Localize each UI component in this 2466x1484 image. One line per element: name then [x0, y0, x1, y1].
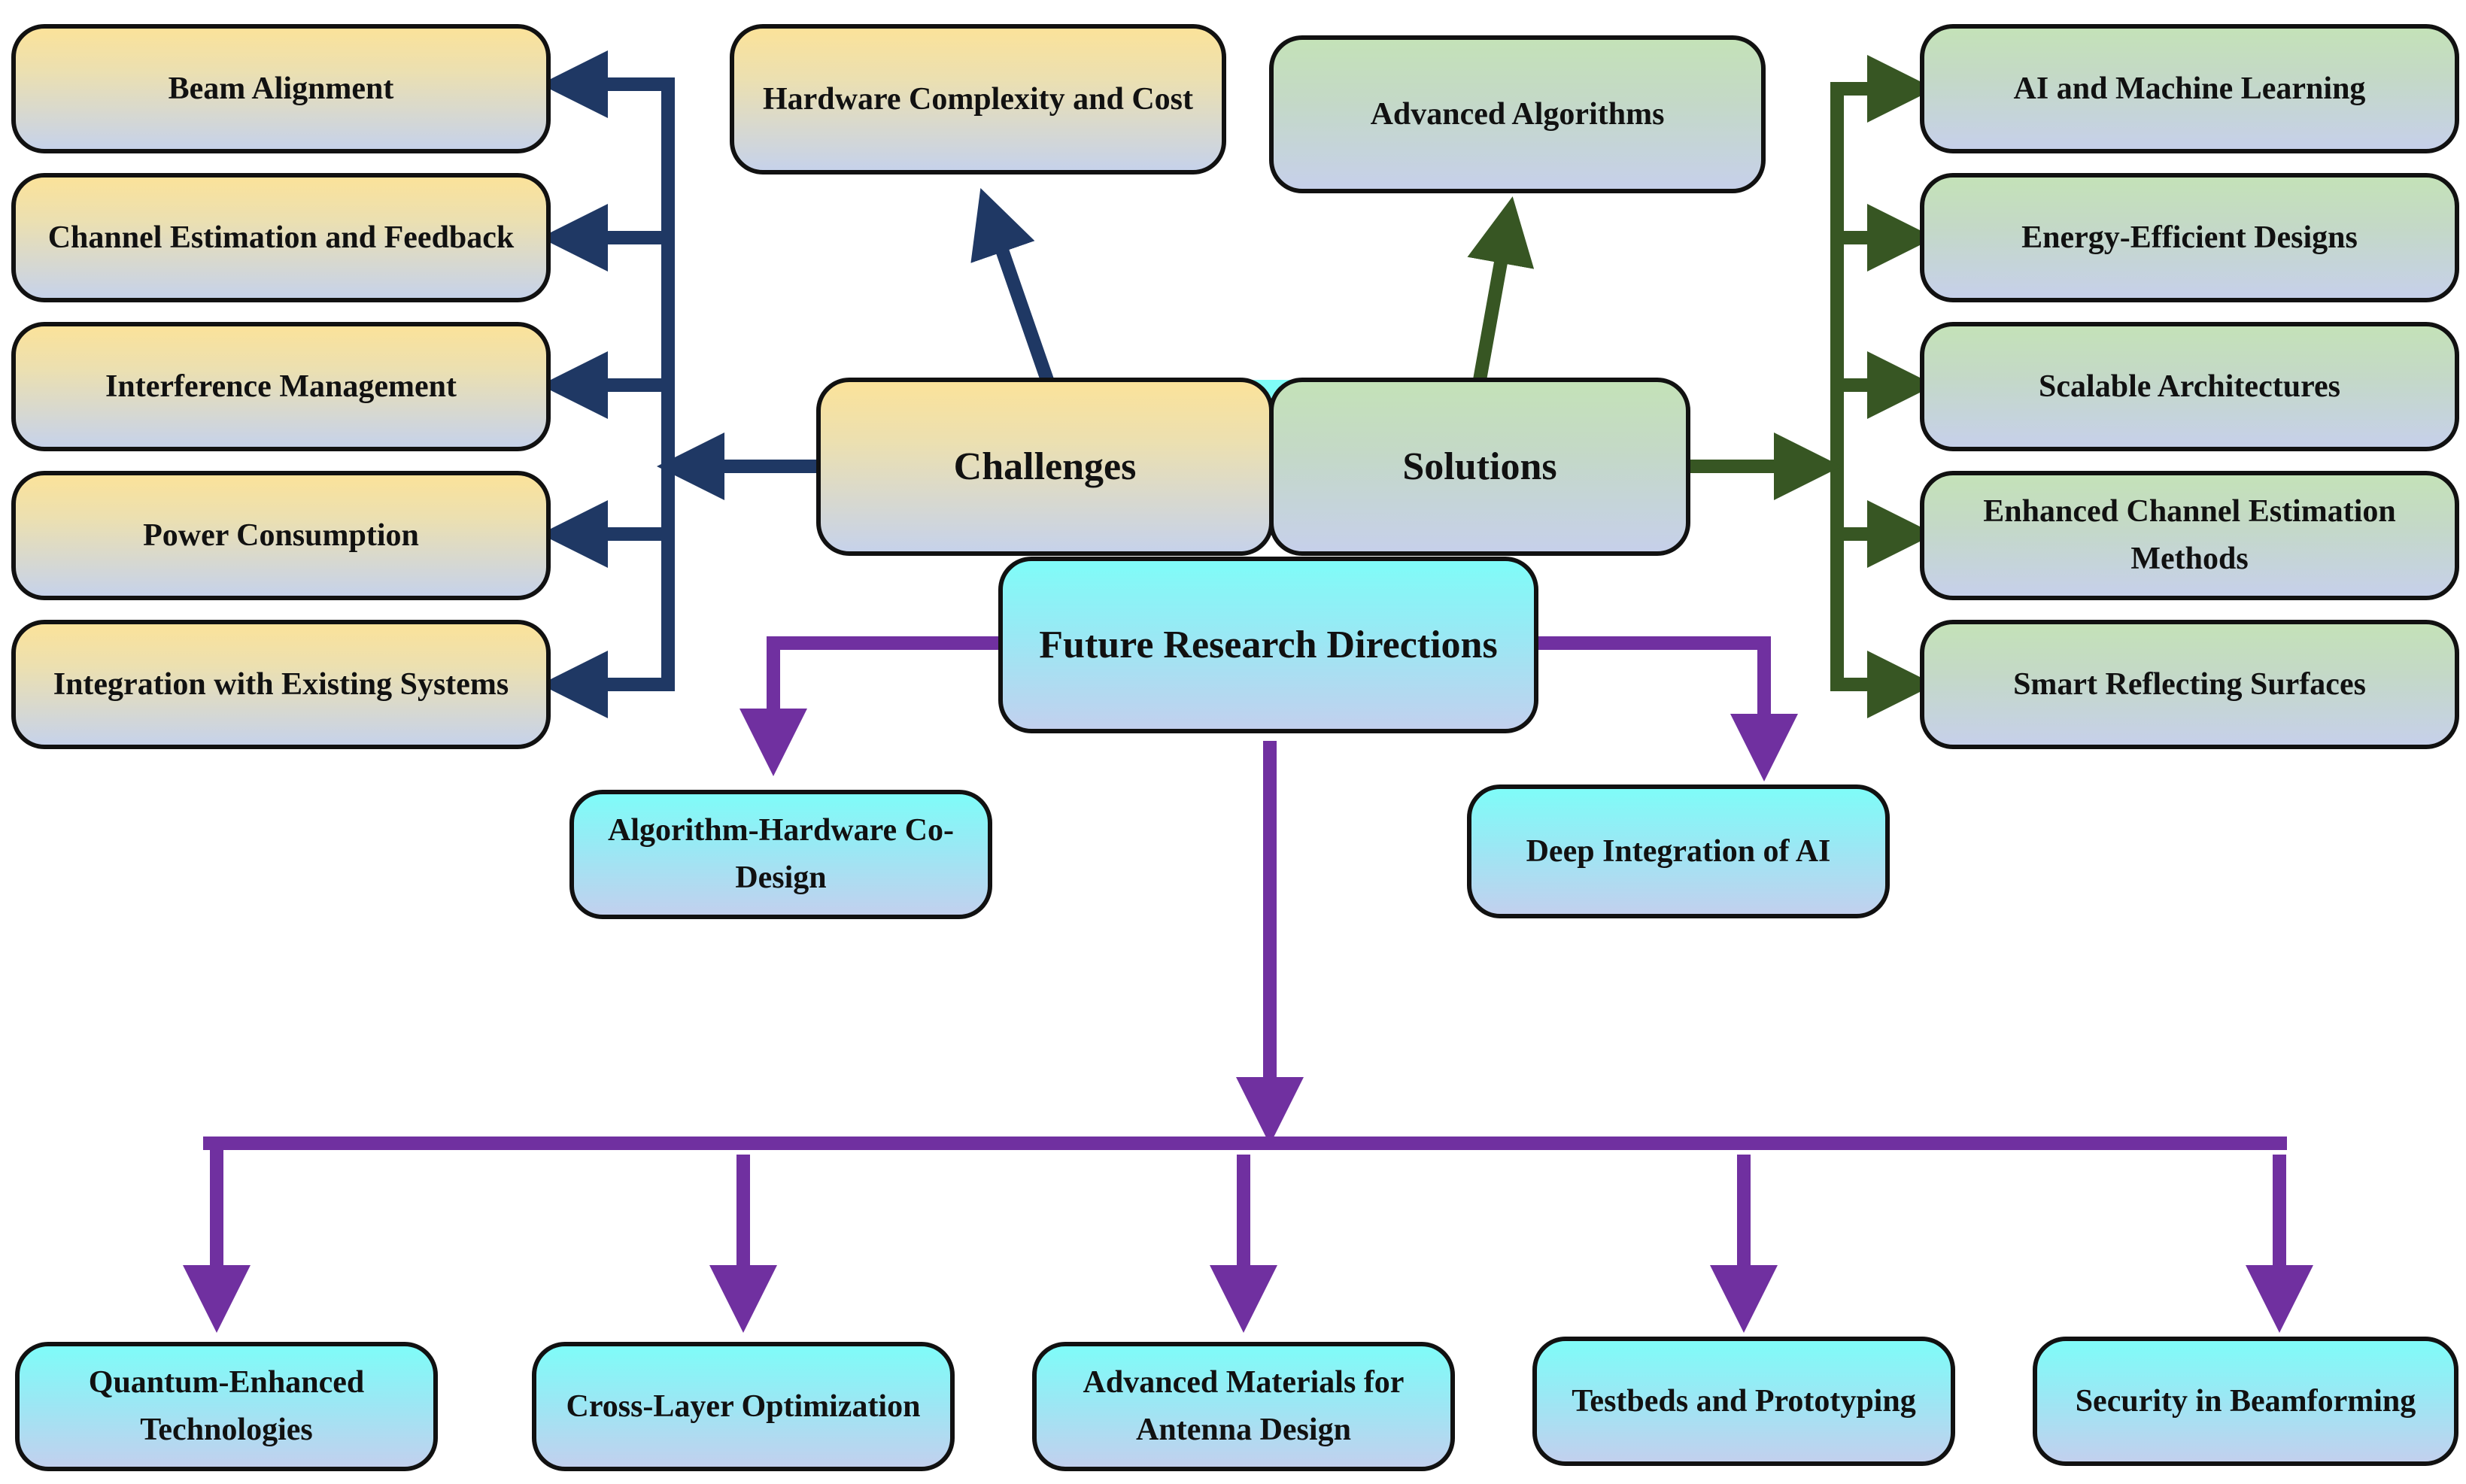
smart-reflecting-node: Smart Reflecting Surfaces [1920, 620, 2459, 749]
deep-integration-label: Deep Integration of AI [1526, 833, 1831, 869]
beam-alignment-label: Beam Alignment [168, 71, 394, 106]
integration-existing-node: Integration with Existing Systems [11, 620, 551, 749]
enhanced-channel-label: Enhanced Channel Estimation Methods [1983, 494, 2396, 576]
energy-efficient-label: Energy-Efficient Designs [2021, 220, 2358, 255]
security-beamforming-label: Security in Beamforming [2075, 1383, 2416, 1419]
interference-management-node: Interference Management [11, 322, 551, 451]
testbeds-prototyping-node: Testbeds and Prototyping [1532, 1337, 1955, 1466]
power-consumption-node: Power Consumption [11, 471, 551, 600]
scalable-architectures-node: Scalable Architectures [1920, 322, 2459, 451]
arrow-to-algorithm-hardware [739, 636, 1007, 776]
hardware-complexity-label: Hardware Complexity and Cost [762, 81, 1194, 117]
arrow-to-hardware-complexity [970, 187, 1055, 384]
arrow-to-deep-integration [1538, 636, 1798, 781]
testbeds-prototyping-label: Testbeds and Prototyping [1572, 1383, 1916, 1419]
solutions-node: Solutions [1269, 378, 1690, 556]
advanced-algorithms-node: Advanced Algorithms [1269, 35, 1766, 193]
hardware-complexity-node: Hardware Complexity and Cost [730, 24, 1226, 174]
advanced-materials-label: Advanced Materials for Antenna Design [1083, 1365, 1405, 1447]
energy-efficient-node: Energy-Efficient Designs [1920, 173, 2459, 302]
ai-ml-node: AI and Machine Learning [1920, 24, 2459, 153]
ai-ml-label: AI and Machine Learning [2013, 71, 2366, 106]
algorithm-hardware-node: Algorithm-Hardware Co-Design [569, 790, 992, 919]
challenges-label: Challenges [953, 445, 1137, 488]
cross-layer-node: Cross-Layer Optimization [532, 1342, 955, 1471]
challenges-node: Challenges [816, 378, 1274, 556]
enhanced-channel-node: Enhanced Channel Estimation Methods [1920, 471, 2459, 600]
scalable-architectures-label: Scalable Architectures [2039, 369, 2340, 404]
quantum-enhanced-node: Quantum-Enhanced Technologies [15, 1342, 438, 1471]
security-beamforming-node: Security in Beamforming [2033, 1337, 2458, 1466]
channel-estimation-label: Channel Estimation and Feedback [47, 220, 515, 255]
smart-reflecting-label: Smart Reflecting Surfaces [2013, 666, 2366, 702]
integration-existing-label: Integration with Existing Systems [53, 666, 509, 702]
power-consumption-label: Power Consumption [143, 517, 419, 553]
beam-alignment-node: Beam Alignment [11, 24, 551, 153]
deep-integration-node: Deep Integration of AI [1467, 784, 1890, 918]
future-research-label: Future Research Directions [1039, 623, 1498, 666]
advanced-algorithms-label: Advanced Algorithms [1370, 96, 1665, 132]
algorithm-hardware-label: Algorithm-Hardware Co-Design [608, 813, 954, 895]
advanced-materials-node: Advanced Materials for Antenna Design [1032, 1342, 1455, 1471]
future-research-node: Future Research Directions [998, 557, 1538, 733]
interference-management-label: Interference Management [105, 369, 457, 404]
solutions-label: Solutions [1402, 445, 1557, 488]
quantum-enhanced-label: Quantum-Enhanced Technologies [88, 1365, 365, 1447]
cross-layer-label: Cross-Layer Optimization [566, 1388, 921, 1424]
arrow-to-advanced-algorithms [1467, 196, 1535, 381]
channel-estimation-node: Channel Estimation and Feedback [11, 173, 551, 302]
